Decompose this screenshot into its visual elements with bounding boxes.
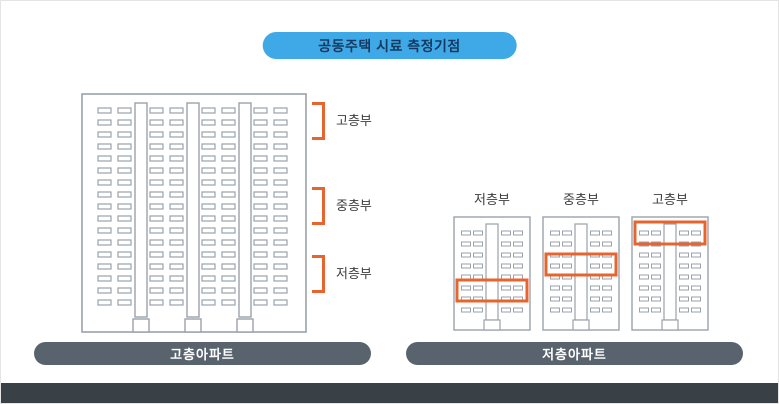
lowrise-caption-text: 저층아파트 bbox=[542, 347, 607, 362]
lowrise-building-high: 고층부 bbox=[631, 189, 709, 336]
highrise-caption: 고층아파트 bbox=[34, 342, 371, 365]
bracket-high-section bbox=[312, 102, 325, 140]
lowrise-building-low: 저층부 bbox=[453, 189, 531, 336]
lowrise-label-high: 고층부 bbox=[652, 192, 688, 207]
highrise-caption-text: 고층아파트 bbox=[170, 347, 235, 362]
lowrise-building-middle-illustration bbox=[542, 216, 620, 331]
lowrise-caption: 저층아파트 bbox=[406, 342, 743, 365]
highrise-building-illustration bbox=[81, 93, 307, 333]
lowrise-label-low: 저층부 bbox=[474, 192, 510, 207]
lowrise-building-middle: 중층부 bbox=[542, 189, 620, 336]
lowrise-building-high-illustration bbox=[631, 216, 709, 331]
bracket-middle-section bbox=[312, 187, 325, 225]
highlight-box-top bbox=[633, 220, 707, 246]
bracket-low-section bbox=[312, 255, 325, 293]
title-badge: 공동주택 시료 측정기점 bbox=[262, 32, 517, 59]
footer-bar bbox=[1, 383, 778, 403]
lowrise-building-low-illustration bbox=[453, 216, 531, 331]
middle-section-label: 중층부 bbox=[336, 198, 372, 213]
high-section-label: 고층부 bbox=[336, 113, 372, 128]
title-text: 공동주택 시료 측정기점 bbox=[318, 37, 461, 54]
highlight-box-bottom bbox=[455, 278, 529, 303]
low-section-label: 저층부 bbox=[336, 266, 372, 281]
highrise-building bbox=[81, 93, 307, 333]
highlight-box-middle bbox=[544, 252, 618, 277]
lowrise-label-middle: 중층부 bbox=[563, 192, 599, 207]
